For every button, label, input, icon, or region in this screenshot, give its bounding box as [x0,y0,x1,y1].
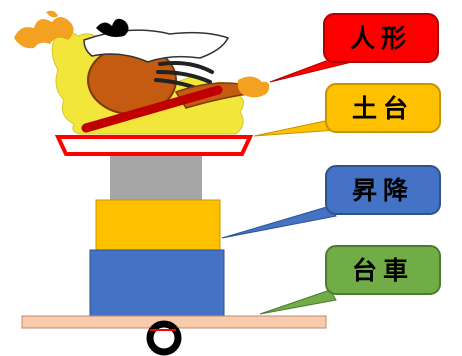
callout-lift-box [325,165,441,215]
base-platform [54,135,254,156]
callout-base-box [325,83,441,133]
callout-cart-box [325,245,441,295]
callout-cart: 台車 [259,245,441,315]
callout-doll: 人形 [269,13,439,83]
cart-body [89,249,225,317]
doll-headband [83,29,230,63]
callout-cart-label: 台車 [352,256,414,285]
lift-block [95,199,221,251]
callout-lift-label: 昇降 [352,176,414,205]
doll-hair [96,18,129,37]
doll-flame [14,17,74,49]
callout-doll-box [323,13,439,63]
callout-base-label: 土台 [352,94,414,123]
doll-figure [14,10,270,135]
cart-wheel [146,320,182,356]
doll-flame-small [46,10,58,18]
lift-column [110,156,202,200]
callout-cart-pointer [259,289,337,315]
doll-sash [81,85,223,133]
doll-hand [237,76,270,98]
callout-lift-pointer [221,205,337,239]
callout-base: 土台 [253,83,441,137]
callout-base-pointer [253,119,337,137]
callout-doll-label: 人形 [350,24,412,53]
callout-lift: 昇降 [221,165,441,239]
